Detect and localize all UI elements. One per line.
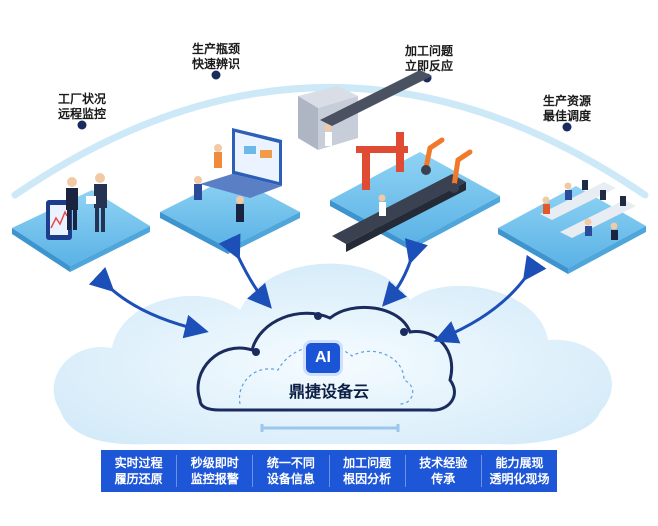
feature-item-device-info: 统一不同设备信息 — [252, 455, 328, 487]
scene-bottleneck — [160, 128, 300, 254]
arrow-resource-scheduling — [433, 254, 547, 344]
feature-item-history: 实时过程履历还原 — [114, 456, 163, 486]
feature-item-knowledge: 技术经验传承 — [404, 455, 481, 487]
feature-bar: 实时过程履历还原 秒级即时监控报警 统一不同设备信息 加工问题根因分析 技术经验… — [101, 450, 557, 492]
label-remote-monitoring: 工厂状况远程监控 — [57, 92, 107, 121]
feature-item-alerts: 秒级即时监控报警 — [176, 455, 252, 487]
arrows — [88, 233, 547, 344]
arrow-machining-line — [382, 238, 428, 307]
label-bottleneck: 生产瓶颈快速辨识 — [191, 42, 241, 71]
feature-item-root-cause: 加工问题根因分析 — [328, 455, 405, 487]
scene-remote-monitoring — [12, 173, 150, 272]
cloud-title: 鼎捷设备云 — [288, 382, 370, 401]
label-resource-scheduling: 生产资源最佳调度 — [542, 94, 592, 123]
scene-resource-scheduling — [498, 180, 646, 274]
ai-badge: AI — [306, 343, 340, 373]
connection-arc — [11, 84, 649, 199]
feature-item-transparency: 能力展现透明化现场 — [480, 455, 557, 487]
arrow-bottleneck — [218, 233, 272, 309]
label-machining-response: 加工问题立即反应 — [404, 44, 454, 73]
arrow-remote-monitoring — [88, 266, 209, 339]
scene-machining-line — [298, 70, 500, 252]
